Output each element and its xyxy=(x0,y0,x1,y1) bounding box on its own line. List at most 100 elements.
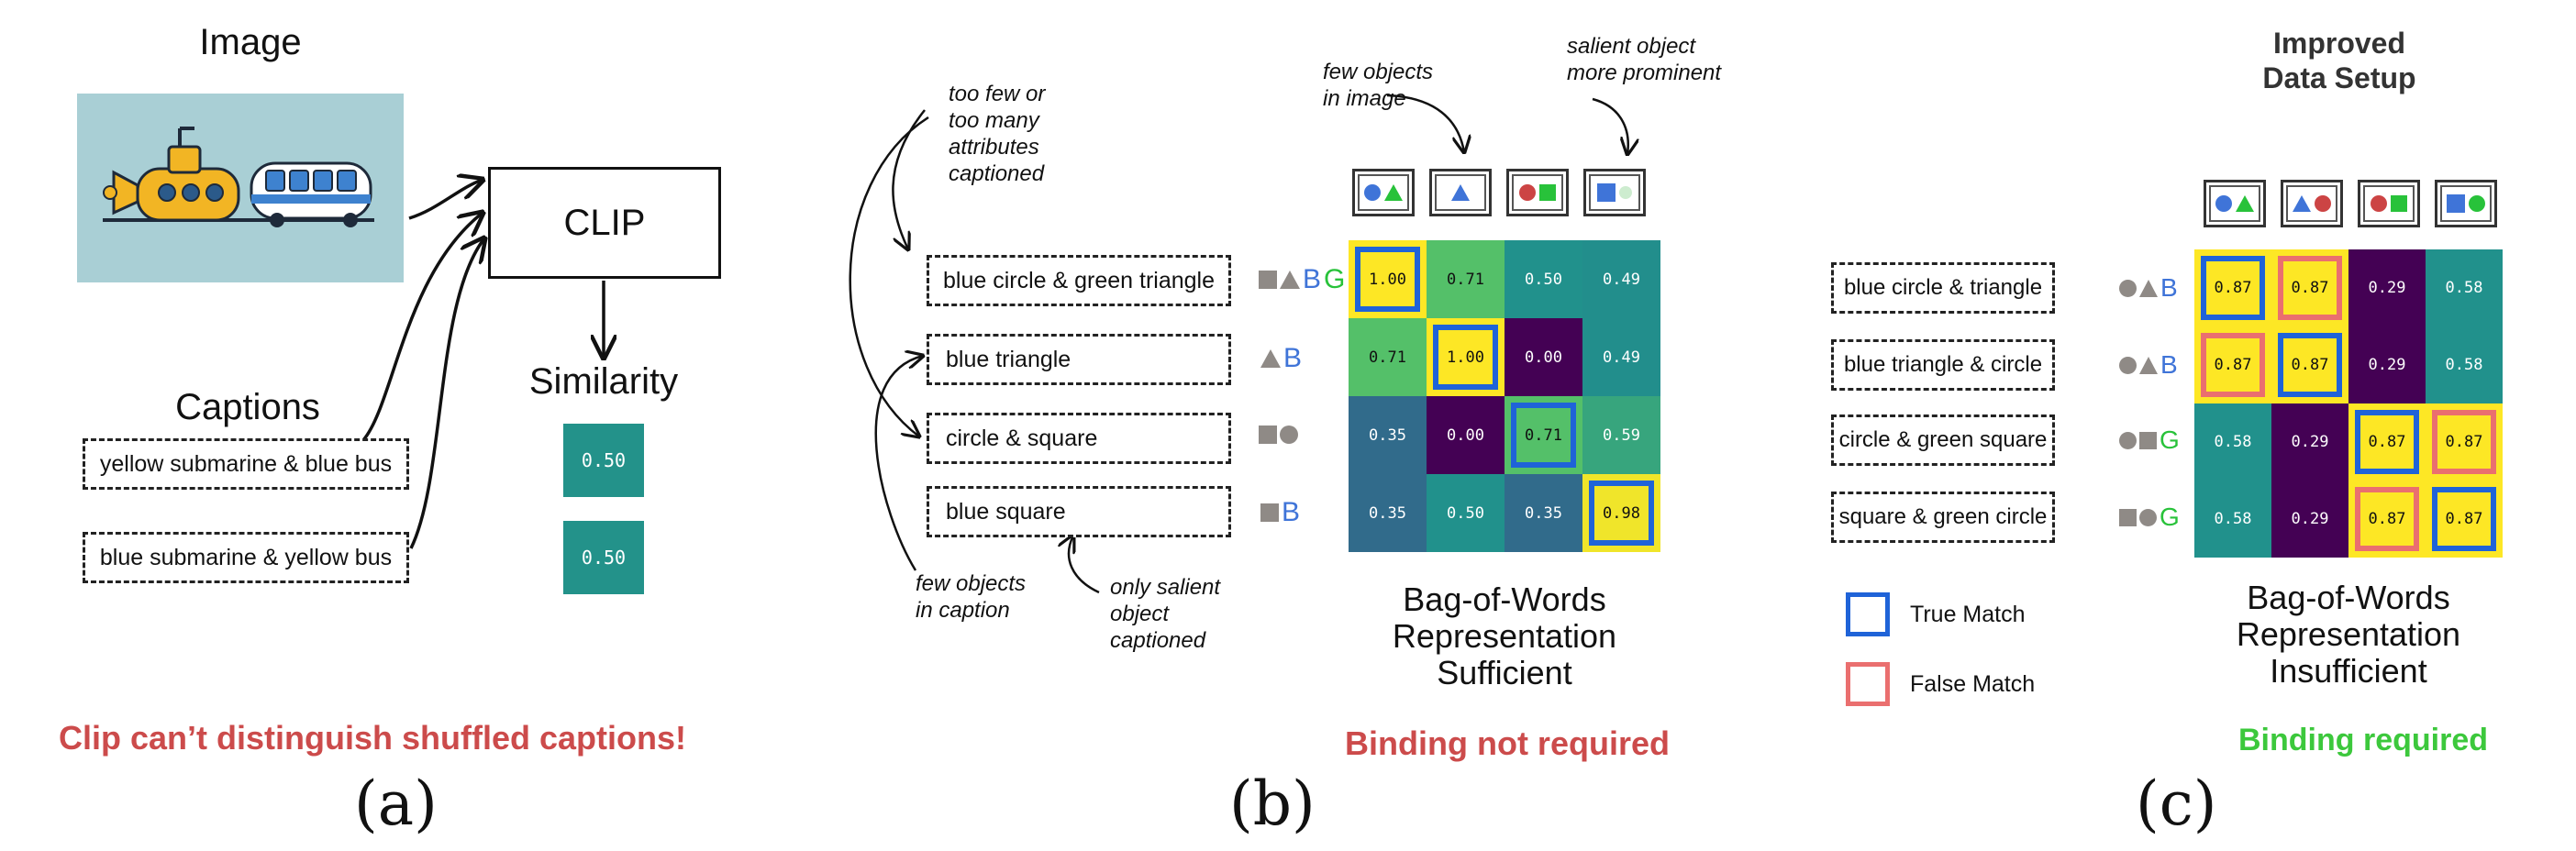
true-match-marker xyxy=(1589,481,1654,546)
heatmap-b-cell-0-1: 0.71 xyxy=(1427,240,1505,318)
caption-c-4: square & green circle xyxy=(1831,492,2055,543)
true-match-marker xyxy=(2432,487,2496,551)
heatmap-b-cell-3-1: 0.50 xyxy=(1427,474,1505,552)
false-match-marker xyxy=(2355,487,2419,551)
submarine-bus-image xyxy=(77,94,404,282)
heatmap-c-cell-0-0: 0.87 xyxy=(2194,249,2271,326)
heatmap-c-cell-2-2: 0.87 xyxy=(2348,403,2426,481)
gray-square-icon xyxy=(2119,508,2137,526)
attr-b-2: B xyxy=(1260,345,1302,372)
attr-b-4: B xyxy=(1260,499,1300,526)
similarity-label: Similarity xyxy=(528,361,679,402)
gray-circle-icon xyxy=(2119,279,2137,297)
blue-circle-icon xyxy=(2215,195,2232,212)
panel-c-title: Improved Data Setup xyxy=(2262,27,2416,94)
heatmap-c-cell-3-3: 0.87 xyxy=(2426,481,2503,558)
attr-b-3 xyxy=(1259,426,1298,444)
green-attr-letter: G xyxy=(2160,503,2180,531)
heatmap-b-cell-3-2: 0.35 xyxy=(1505,474,1582,552)
caption-a-1: yellow submarine & blue bus xyxy=(83,438,409,490)
heatmap-b-cell-2-0: 0.35 xyxy=(1349,396,1427,474)
few-objects-caption-note: few objects in caption xyxy=(916,571,1027,623)
thumb-b-2 xyxy=(1429,169,1492,216)
true-match-marker xyxy=(2201,256,2265,320)
green-square-icon xyxy=(1539,184,1556,201)
caption-c-3: circle & green square xyxy=(1831,414,2055,466)
heatmap-b-cell-0-2: 0.50 xyxy=(1505,240,1582,318)
green-triangle-icon xyxy=(2236,195,2254,212)
caption2-to-clip-arrow xyxy=(409,238,484,549)
caption-c-1: blue circle & triangle xyxy=(1831,262,2055,314)
heatmap-c-cell-3-0: 0.58 xyxy=(2194,481,2271,558)
gray-circle-icon xyxy=(2119,431,2137,449)
heatmap-c-cell-2-0: 0.58 xyxy=(2194,403,2271,481)
green-attr-letter: G xyxy=(1324,264,1346,294)
thumb-b-4 xyxy=(1583,169,1646,216)
few-image-arrow xyxy=(1386,94,1464,152)
gray-circle-icon xyxy=(2139,508,2157,526)
heatmap-b-cell-1-3: 0.49 xyxy=(1582,318,1660,396)
heatmap-b-cell-3-3: 0.98 xyxy=(1582,474,1660,552)
blue-attr-letter: B xyxy=(2160,350,2178,379)
heatmap-b: 1.00 0.71 0.50 0.49 0.71 1.00 0.00 0.49 … xyxy=(1349,240,1660,552)
image-title: Image xyxy=(199,22,302,62)
few-objects-image-note: few objects in image xyxy=(1323,60,1434,111)
true-match-marker xyxy=(1433,325,1498,390)
heatmap-c-cell-2-3: 0.87 xyxy=(2426,403,2503,481)
gray-triangle-icon xyxy=(2139,279,2158,297)
similarity-value-2: 0.50 xyxy=(563,521,644,594)
false-match-marker xyxy=(2432,410,2496,474)
heatmap-c-cell-3-1: 0.29 xyxy=(2271,481,2348,558)
heatmap-c-cell-1-3: 0.58 xyxy=(2426,326,2503,403)
false-match-legend-swatch xyxy=(1846,662,1890,706)
false-match-marker xyxy=(2201,333,2265,397)
panel-c-letter: (c) xyxy=(2136,768,2217,839)
heatmap-c-cell-0-1: 0.87 xyxy=(2271,249,2348,326)
gray-square-icon xyxy=(1260,503,1279,522)
panel-c-heading: Bag-of-Words Representation Insufficient xyxy=(2236,579,2461,690)
attr-c-2: B xyxy=(2119,352,2178,378)
attr-b-1: B G xyxy=(1259,266,1345,293)
heatmap-b-cell-3-0: 0.35 xyxy=(1349,474,1427,552)
clip-box: CLIP xyxy=(488,167,721,279)
few-caption-arrow xyxy=(874,356,923,571)
salient-prominent-note: salient object more prominent xyxy=(1567,34,1722,85)
panel-c-conclusion: Binding required xyxy=(2238,723,2488,757)
green-attr-letter: G xyxy=(2160,426,2180,454)
panel-b-conclusion: Binding not required xyxy=(1345,724,1670,762)
caption-b-1: blue circle & green triangle xyxy=(927,255,1231,306)
caption-c-2: blue triangle & circle xyxy=(1831,339,2055,391)
green-circle-icon xyxy=(2469,195,2485,212)
blue-square-icon xyxy=(2447,194,2465,213)
gray-circle-icon xyxy=(1280,426,1298,444)
thumb-b-1 xyxy=(1352,169,1415,216)
attr-c-3: G xyxy=(2119,427,2180,453)
red-circle-icon xyxy=(1519,184,1536,201)
heatmap-c-cell-3-2: 0.87 xyxy=(2348,481,2426,558)
red-circle-icon xyxy=(2371,195,2387,212)
heatmap-c-cell-2-1: 0.29 xyxy=(2271,403,2348,481)
light-green-circle-icon xyxy=(1619,186,1632,199)
true-match-marker xyxy=(1511,403,1576,468)
blue-square-icon xyxy=(1597,183,1616,202)
true-match-marker xyxy=(1355,247,1420,312)
blue-attr-letter: B xyxy=(1282,497,1301,527)
thumb-c-1 xyxy=(2204,180,2266,227)
heatmap-b-cell-1-0: 0.71 xyxy=(1349,318,1427,396)
heatmap-b-cell-2-2: 0.71 xyxy=(1505,396,1582,474)
heatmap-b-cell-0-3: 0.49 xyxy=(1582,240,1660,318)
heatmap-c: 0.87 0.87 0.29 0.58 0.87 0.87 0.29 0.58 … xyxy=(2194,249,2503,558)
gray-square-icon xyxy=(1259,271,1277,289)
heatmap-b-cell-0-0: 1.00 xyxy=(1349,240,1427,318)
salient-prominent-arrow xyxy=(1592,97,1628,154)
green-square-icon xyxy=(2391,195,2407,212)
blue-triangle-icon xyxy=(1451,184,1470,201)
true-match-marker xyxy=(2355,410,2419,474)
similarity-value-1: 0.50 xyxy=(563,424,644,497)
captions-label: Captions xyxy=(175,387,320,427)
heatmap-c-cell-0-2: 0.29 xyxy=(2348,249,2426,326)
gray-square-icon xyxy=(1259,426,1277,444)
caption-b-4: blue square xyxy=(927,486,1231,537)
heatmap-b-cell-1-1: 1.00 xyxy=(1427,318,1505,396)
gray-triangle-icon xyxy=(2139,356,2158,374)
